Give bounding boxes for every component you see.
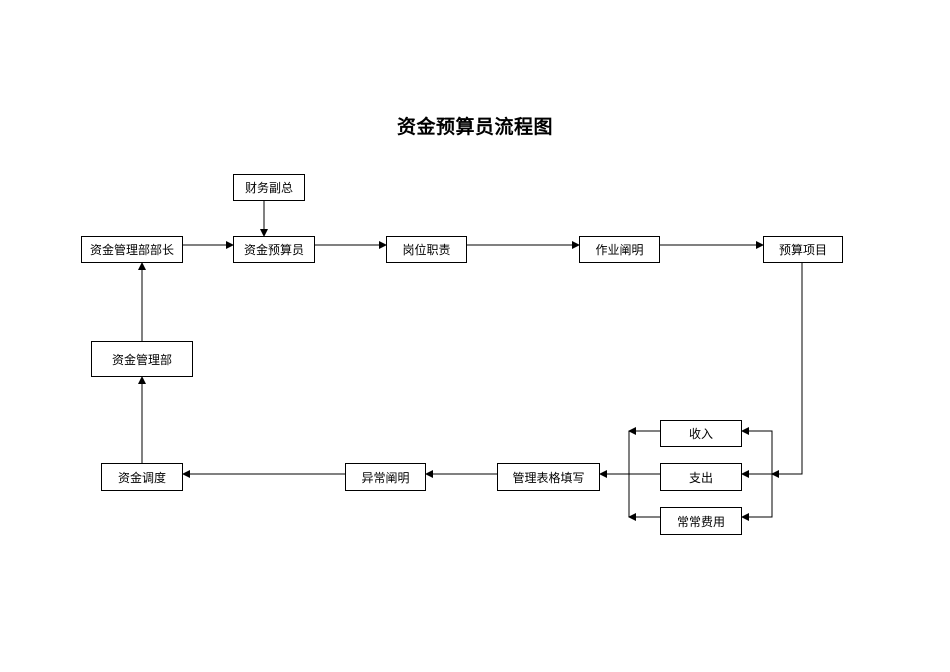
arrow-budget-items-to-expenditure	[771, 263, 803, 478]
node-exception-description: 异常阐明	[345, 463, 426, 491]
node-expenditure: 支出	[660, 463, 742, 491]
node-vp-finance: 财务副总	[233, 174, 305, 201]
page-title: 资金预算员流程图	[396, 116, 553, 138]
node-regular-expenses: 常常费用	[660, 507, 742, 535]
node-job-duties: 岗位职责	[386, 236, 467, 263]
node-form-filling: 管理表格填写	[497, 463, 600, 491]
node-work-description: 作业阐明	[579, 236, 660, 263]
node-fund-dispatch: 资金调度	[101, 463, 183, 491]
node-budget-officer: 资金预算员	[233, 236, 315, 263]
node-income: 收入	[660, 420, 742, 447]
bracket-to-regular-expenses	[741, 474, 773, 521]
node-funds-dept: 资金管理部	[91, 341, 193, 377]
bracket-to-income	[741, 427, 773, 474]
node-budget-items: 预算项目	[763, 236, 843, 263]
node-head-funds-dept: 资金管理部部长	[81, 236, 183, 263]
